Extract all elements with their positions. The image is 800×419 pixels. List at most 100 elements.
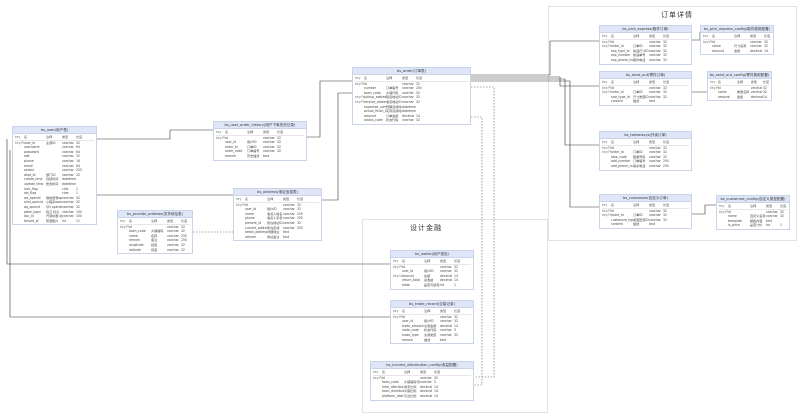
header-key: key xyxy=(120,219,126,223)
header-type: 类型 xyxy=(402,76,409,80)
header-len: 长度 xyxy=(762,80,769,84)
field-name: return_total xyxy=(402,278,421,283)
table-body: key名注释类型长度key:PKidvarchar32user_id用户IDva… xyxy=(234,196,321,240)
table-bs-send-out[interactable]: bs_send_out(寄件订单)key名注释类型长度key:PKidvarch… xyxy=(599,71,692,106)
field-type: varchar xyxy=(649,48,661,53)
field-type: varchar xyxy=(62,154,74,159)
field-length xyxy=(663,99,670,104)
field-name: del_flag xyxy=(24,191,37,196)
field-comment: 创建时间 xyxy=(46,177,59,182)
field-name: take_code xyxy=(611,154,627,159)
field-type: varchar xyxy=(649,159,661,164)
field-type: varchar xyxy=(649,217,661,222)
field-comment: 尺寸名称 xyxy=(734,44,747,49)
field-key: key:PK xyxy=(373,375,382,380)
table-row: key:PKidvarchar32 xyxy=(602,146,689,151)
table-bs-wallet[interactable]: bs_wallet(用户钱包)key名注释类型长度key:PKidvarchar… xyxy=(390,250,474,290)
field-length: 32 xyxy=(454,269,458,274)
field-length: 32 xyxy=(663,217,667,222)
field-comment: 小程序openId xyxy=(46,200,62,205)
field-key xyxy=(393,283,402,288)
field-name: order_id xyxy=(611,90,624,95)
field-length: 100 xyxy=(76,214,82,219)
relation-order-history-order xyxy=(307,80,352,138)
field-key: key:PK xyxy=(703,39,712,44)
table-bs-takeaways[interactable]: bs_takeaways(外卖订单)key名注释类型长度key:PKidvarc… xyxy=(599,131,692,171)
field-type: varchar xyxy=(649,94,661,99)
header-key: key xyxy=(602,140,608,144)
field-type: varchar xyxy=(62,158,74,163)
table-bs-user[interactable]: bs_user(用户表)key名注释类型长度key:PKuser_id主键IDv… xyxy=(12,126,97,226)
field-length: 32 xyxy=(76,200,80,205)
field-comment: 修改时间 xyxy=(46,181,59,186)
field-length: 1 xyxy=(76,186,78,191)
field-name: id xyxy=(611,85,614,90)
field-type: decimal xyxy=(750,94,763,99)
field-name: order_id xyxy=(611,44,624,49)
field-type: text xyxy=(283,234,290,239)
field-name: remark xyxy=(245,234,257,239)
table-row: key:PKidvarchar32 xyxy=(602,209,689,214)
field-type: text xyxy=(440,337,447,342)
header-comment: 注释 xyxy=(247,130,254,134)
field-length xyxy=(663,222,670,227)
header-name: 名 xyxy=(129,219,133,223)
field-name: is_price xyxy=(728,223,740,228)
field-length: 32 xyxy=(416,99,420,104)
field-comment: 备注 xyxy=(151,238,158,243)
table-body: key名注释类型长度key:PKidvarchar32key:FKorder_i… xyxy=(600,202,691,228)
table-title: bs_send_out_config(寄件费用配置) xyxy=(708,72,771,79)
header-name: 名 xyxy=(402,309,406,313)
field-type: varchar xyxy=(440,264,452,269)
table-bs-address[interactable]: bs_address(地址信息表)key名注释类型长度key:PKidvarch… xyxy=(233,188,322,242)
field-name: receive_address_id xyxy=(364,99,386,104)
table-row: rider_distribution_rate骑手比例decimal14 xyxy=(373,385,471,390)
field-name: password xyxy=(24,149,39,154)
field-type: text xyxy=(263,153,270,158)
table-bs-pick-express[interactable]: bs_pick_express(取件订单)key名注释类型长度key:PKidv… xyxy=(599,25,692,65)
field-name: pickup_address_id xyxy=(364,95,386,100)
table-row: mini_openid小程序openIdvarchar32 xyxy=(15,200,94,205)
table-row: key:PKidvarchar32 xyxy=(602,40,689,45)
field-comment: 预期完成时间 xyxy=(386,104,402,109)
field-name: id xyxy=(245,202,248,207)
field-length: 255 xyxy=(297,211,303,216)
table-title: bs_pick_express(取件订单) xyxy=(600,26,691,33)
table-bs-customize[interactable]: bs_customize(自定义订单)key名注释类型长度key:PKidvar… xyxy=(599,194,692,229)
field-type: varchar xyxy=(167,229,179,234)
table-row: key:PKidvarchar32 xyxy=(120,225,190,230)
field-name: current_address xyxy=(245,225,267,230)
field-length: 32 xyxy=(297,207,301,212)
field-key: key:PK xyxy=(710,85,718,90)
table-title: bs_wallet(用户钱包) xyxy=(391,251,473,258)
field-name: customize_type_id xyxy=(611,217,633,222)
field-comment: 所属租户 xyxy=(46,218,59,223)
table-title: bs_user(用户表) xyxy=(13,127,96,134)
field-key xyxy=(602,58,611,63)
field-name: mini_openid xyxy=(24,200,43,205)
field-type: varchar xyxy=(62,172,74,177)
table-bs-order[interactable]: bs_order(订单表)key名注释类型长度key:PKidvarchar32… xyxy=(352,67,471,125)
table-row: key:PKidvarchar32 xyxy=(373,376,471,381)
field-type: varchar xyxy=(167,242,179,247)
field-length: 32 xyxy=(277,149,281,154)
field-key: key:FK xyxy=(602,90,611,95)
field-type: decimal xyxy=(440,323,453,328)
table-bs-trade-record[interactable]: bs_trade_record(交易记录)key名注释类型长度key:PKidv… xyxy=(390,300,474,345)
field-length: 32 xyxy=(416,90,420,95)
